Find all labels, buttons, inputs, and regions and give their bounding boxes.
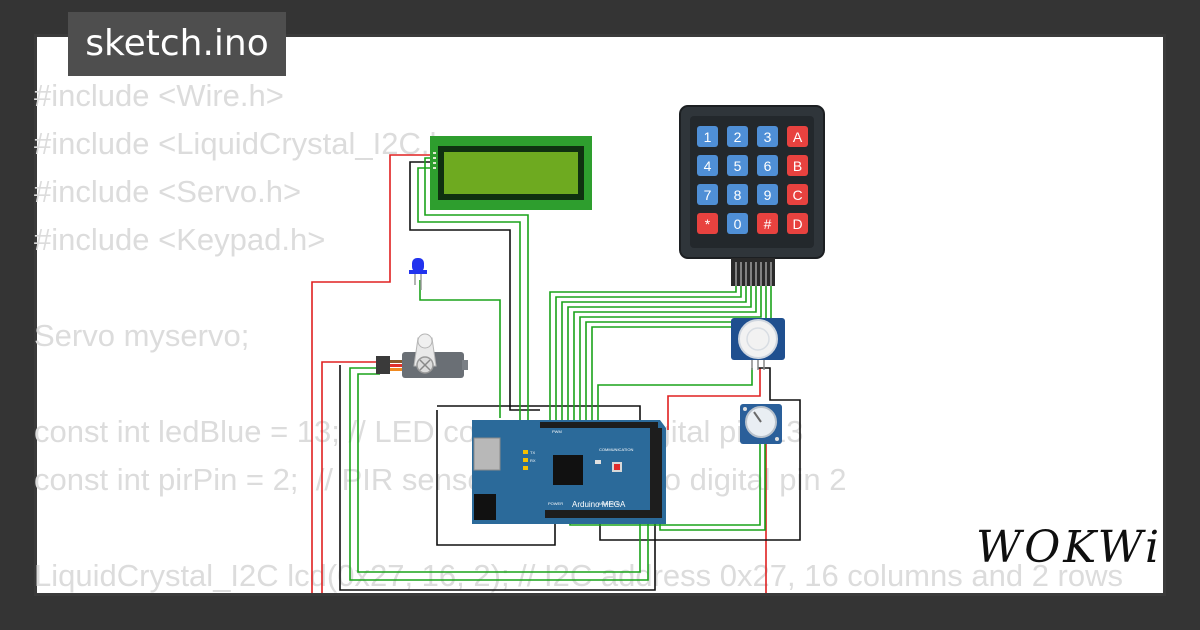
- potentiometer: [740, 404, 782, 444]
- keypad-key: [787, 213, 808, 234]
- wire-green: [573, 285, 757, 420]
- code-line: LiquidCrystal_I2C lcd(0x27, 16, 2); // I…: [34, 558, 1123, 593]
- keypad-key: [757, 184, 778, 205]
- code-line: #include <Keypad.h>: [34, 222, 326, 257]
- wire-black: [436, 410, 556, 546]
- wire-green: [549, 285, 737, 420]
- wire-red: [667, 368, 761, 430]
- wire-black: [599, 367, 801, 541]
- keypad-key-label: A: [793, 129, 803, 145]
- keypad-key: [697, 213, 718, 234]
- keypad-key: [757, 126, 778, 147]
- wire-black: [339, 365, 656, 591]
- code-line: Servo myservo;: [34, 318, 250, 353]
- communication-label: COMMUNICATION: [599, 447, 633, 452]
- code-line: #include <Servo.h>: [34, 174, 302, 209]
- keypad-key: [787, 155, 808, 176]
- code-preview: #include <Wire.h>#include <LiquidCrystal…: [34, 72, 1123, 600]
- keypad-key: [727, 155, 748, 176]
- keypad-key: [697, 155, 718, 176]
- arduino-mega-board: Arduino MEGA COMMUNICATION POWER ANALOG …: [472, 420, 666, 524]
- wokwi-logo: WOKWi: [976, 522, 1163, 573]
- wire-red: [311, 154, 437, 593]
- keypad-key-label: 1: [704, 129, 712, 145]
- keypad-key-label: #: [764, 216, 772, 232]
- keypad-key-label: 7: [704, 187, 712, 203]
- keypad-key: [727, 126, 748, 147]
- keypad-key: [727, 213, 748, 234]
- wire-green: [585, 285, 767, 420]
- keypad-key: [697, 184, 718, 205]
- wire-green: [579, 285, 762, 420]
- keypad-key-label: 4: [704, 158, 712, 174]
- rx-label: RX: [530, 458, 536, 463]
- keypad-key-label: 8: [734, 187, 742, 203]
- code-line: #include <Wire.h>: [34, 78, 284, 113]
- wire-green: [591, 285, 772, 420]
- wire-green: [357, 373, 641, 573]
- keypad-key: [727, 184, 748, 205]
- wire-green: [597, 368, 753, 420]
- keypad-key-label: 3: [764, 129, 772, 145]
- pwm-label: PWM: [552, 429, 562, 434]
- lcd-display: [430, 136, 592, 210]
- pir-sensor: [731, 318, 785, 370]
- keypad-key-label: C: [792, 187, 802, 203]
- keypad-key: [787, 126, 808, 147]
- wire-green: [349, 367, 649, 581]
- tx-label: TX: [530, 450, 535, 455]
- keypad-key-label: 0: [734, 216, 742, 232]
- wire-black: [409, 161, 540, 411]
- keypad-key: [697, 126, 718, 147]
- keypad-key: [757, 155, 778, 176]
- analog-in-label: ANALOG IN: [598, 501, 620, 506]
- keypad-key-label: *: [705, 216, 711, 232]
- filename-badge: sketch.ino: [68, 12, 286, 76]
- keypad-key-label: B: [793, 158, 802, 174]
- keypad-key: [787, 184, 808, 205]
- code-line: const int ledBlue = 13; // LED connected…: [34, 414, 804, 449]
- wire-green: [419, 280, 501, 418]
- servo-motor: [376, 333, 468, 378]
- board-label: Arduino MEGA: [572, 500, 626, 509]
- wire-black: [437, 405, 641, 420]
- wires: [311, 154, 801, 593]
- keypad-key-label: 5: [734, 158, 742, 174]
- led-blue: [409, 258, 427, 290]
- keypad-key-label: 2: [734, 129, 742, 145]
- wire-red: [321, 361, 380, 593]
- keypad-key-label: D: [792, 216, 802, 232]
- keypad-key-label: 9: [764, 187, 772, 203]
- keypad: 1 2 3 A 4 5 6 B 7 8 9 C * 0 # D: [679, 105, 825, 286]
- wire-green: [659, 440, 766, 531]
- keypad-key: [757, 213, 778, 234]
- wire-green: [424, 157, 529, 420]
- keypad-key-label: 6: [764, 158, 772, 174]
- wire-green: [561, 285, 747, 420]
- wire-green: [567, 285, 752, 420]
- power-label: POWER: [548, 501, 563, 506]
- wire-green: [555, 285, 742, 420]
